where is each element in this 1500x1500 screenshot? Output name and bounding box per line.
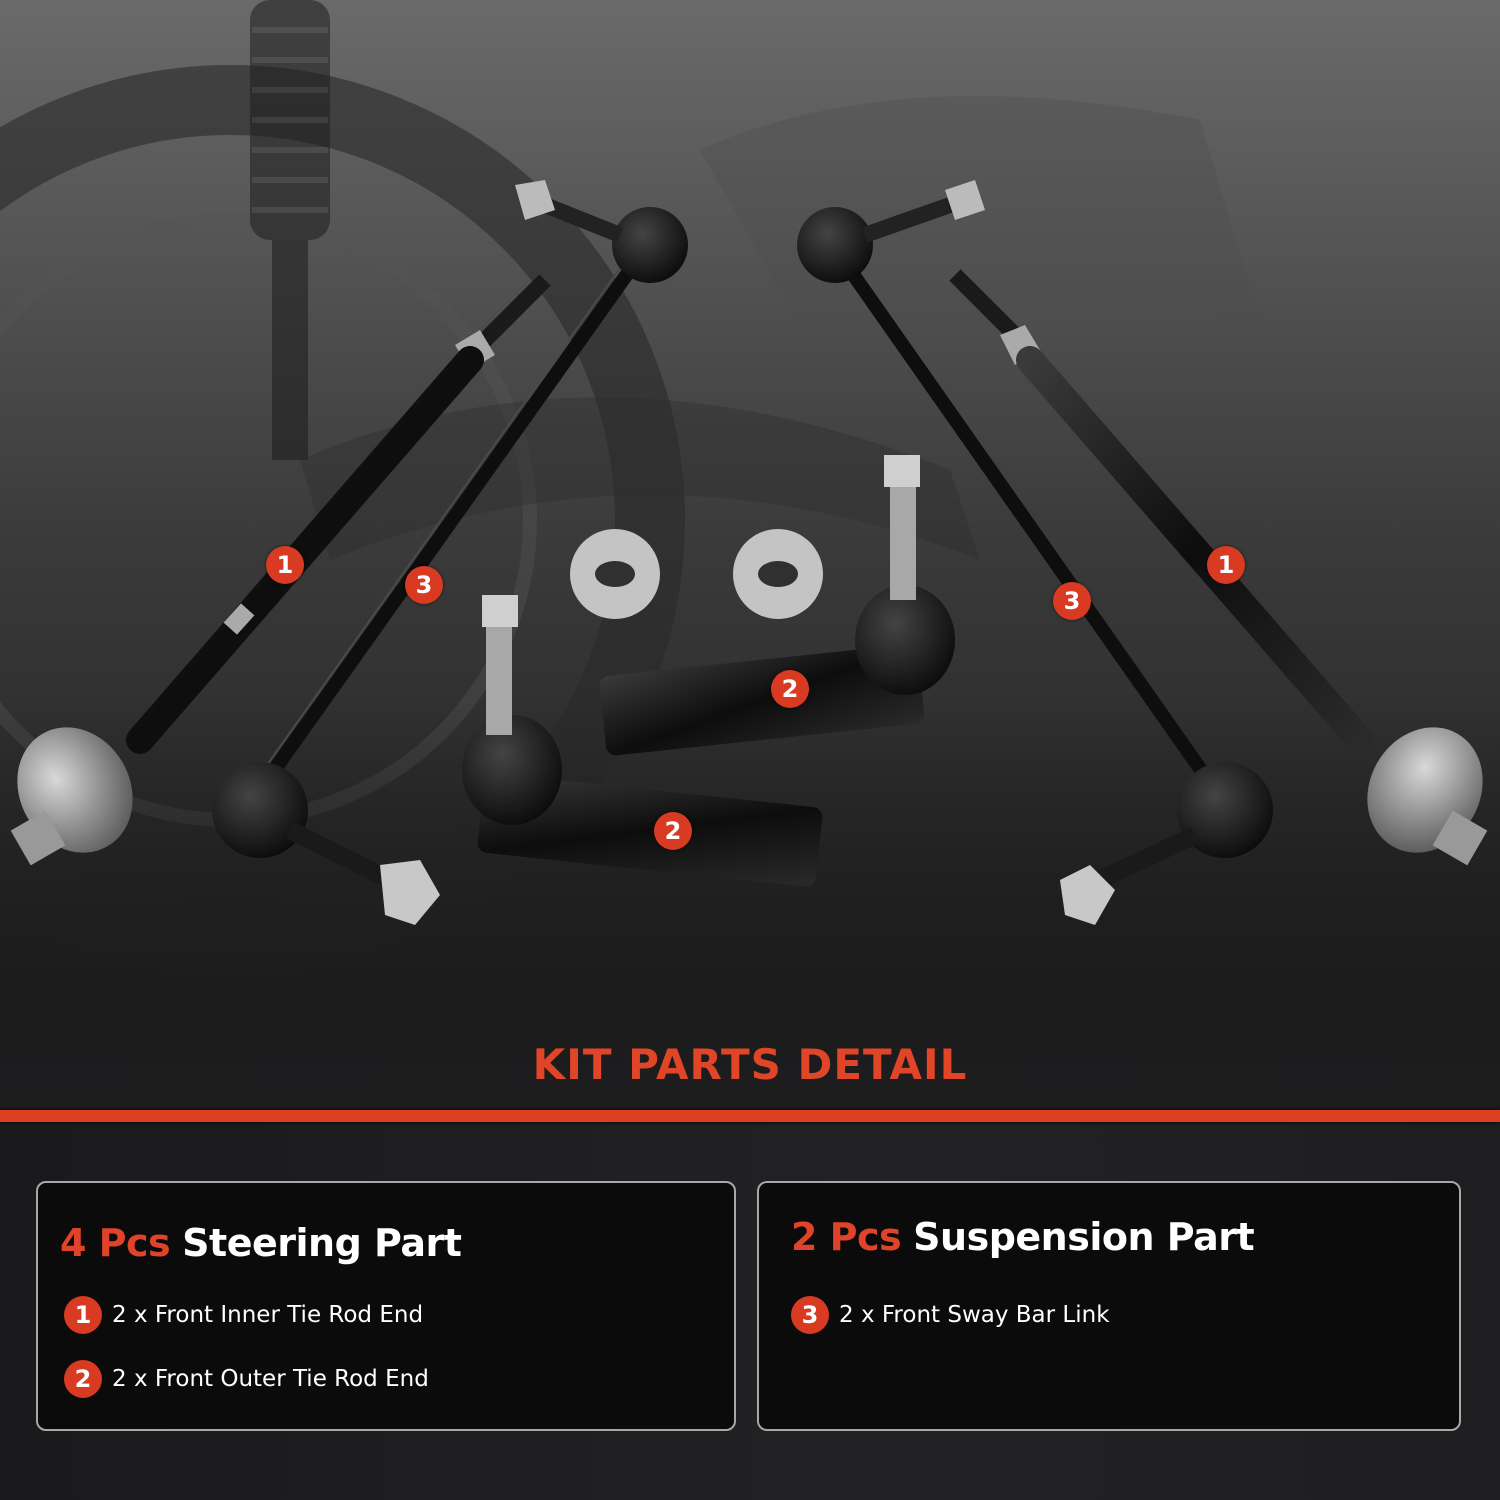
parts-illustration — [10, 180, 1488, 925]
item-number-badge: 2 — [64, 1360, 102, 1398]
inner-tie-rod-left — [10, 274, 551, 866]
sway-bar-link-right — [797, 180, 1273, 925]
steering-title: Steering Part — [182, 1221, 462, 1265]
kit-parts-detail-heading: KIT PARTS DETAIL — [532, 1040, 968, 1089]
sway-bar-link-left — [212, 180, 688, 925]
outer-tie-rod-end-upper — [599, 455, 955, 756]
list-item: 1 2 x Front Inner Tie Rod End — [64, 1296, 423, 1334]
item-number-badge: 3 — [791, 1296, 829, 1334]
item-label: 2 x Front Outer Tie Rod End — [112, 1366, 429, 1392]
item-label: 2 x Front Sway Bar Link — [839, 1302, 1110, 1328]
item-label: 2 x Front Inner Tie Rod End — [112, 1302, 424, 1328]
outer-tie-rod-end-lower — [462, 595, 823, 887]
callout-badge-2-lower: 2 — [654, 812, 692, 850]
lock-washers — [570, 529, 823, 619]
callout-badge-1-left: 1 — [266, 546, 304, 584]
list-item: 3 2 x Front Sway Bar Link — [791, 1296, 1110, 1334]
callout-badge-3-left: 3 — [405, 566, 443, 604]
steering-count: 4 Pcs — [60, 1221, 171, 1265]
suspension-title: Suspension Part — [913, 1215, 1255, 1259]
inner-tie-rod-right — [949, 269, 1488, 866]
suspension-count: 2 Pcs — [791, 1215, 902, 1259]
accent-divider — [0, 1110, 1500, 1122]
callout-badge-1-right: 1 — [1207, 546, 1245, 584]
list-item: 2 2 x Front Outer Tie Rod End — [64, 1360, 429, 1398]
callout-badge-3-right: 3 — [1053, 582, 1091, 620]
item-number-badge: 1 — [64, 1296, 102, 1334]
callout-badge-2-upper: 2 — [771, 670, 809, 708]
